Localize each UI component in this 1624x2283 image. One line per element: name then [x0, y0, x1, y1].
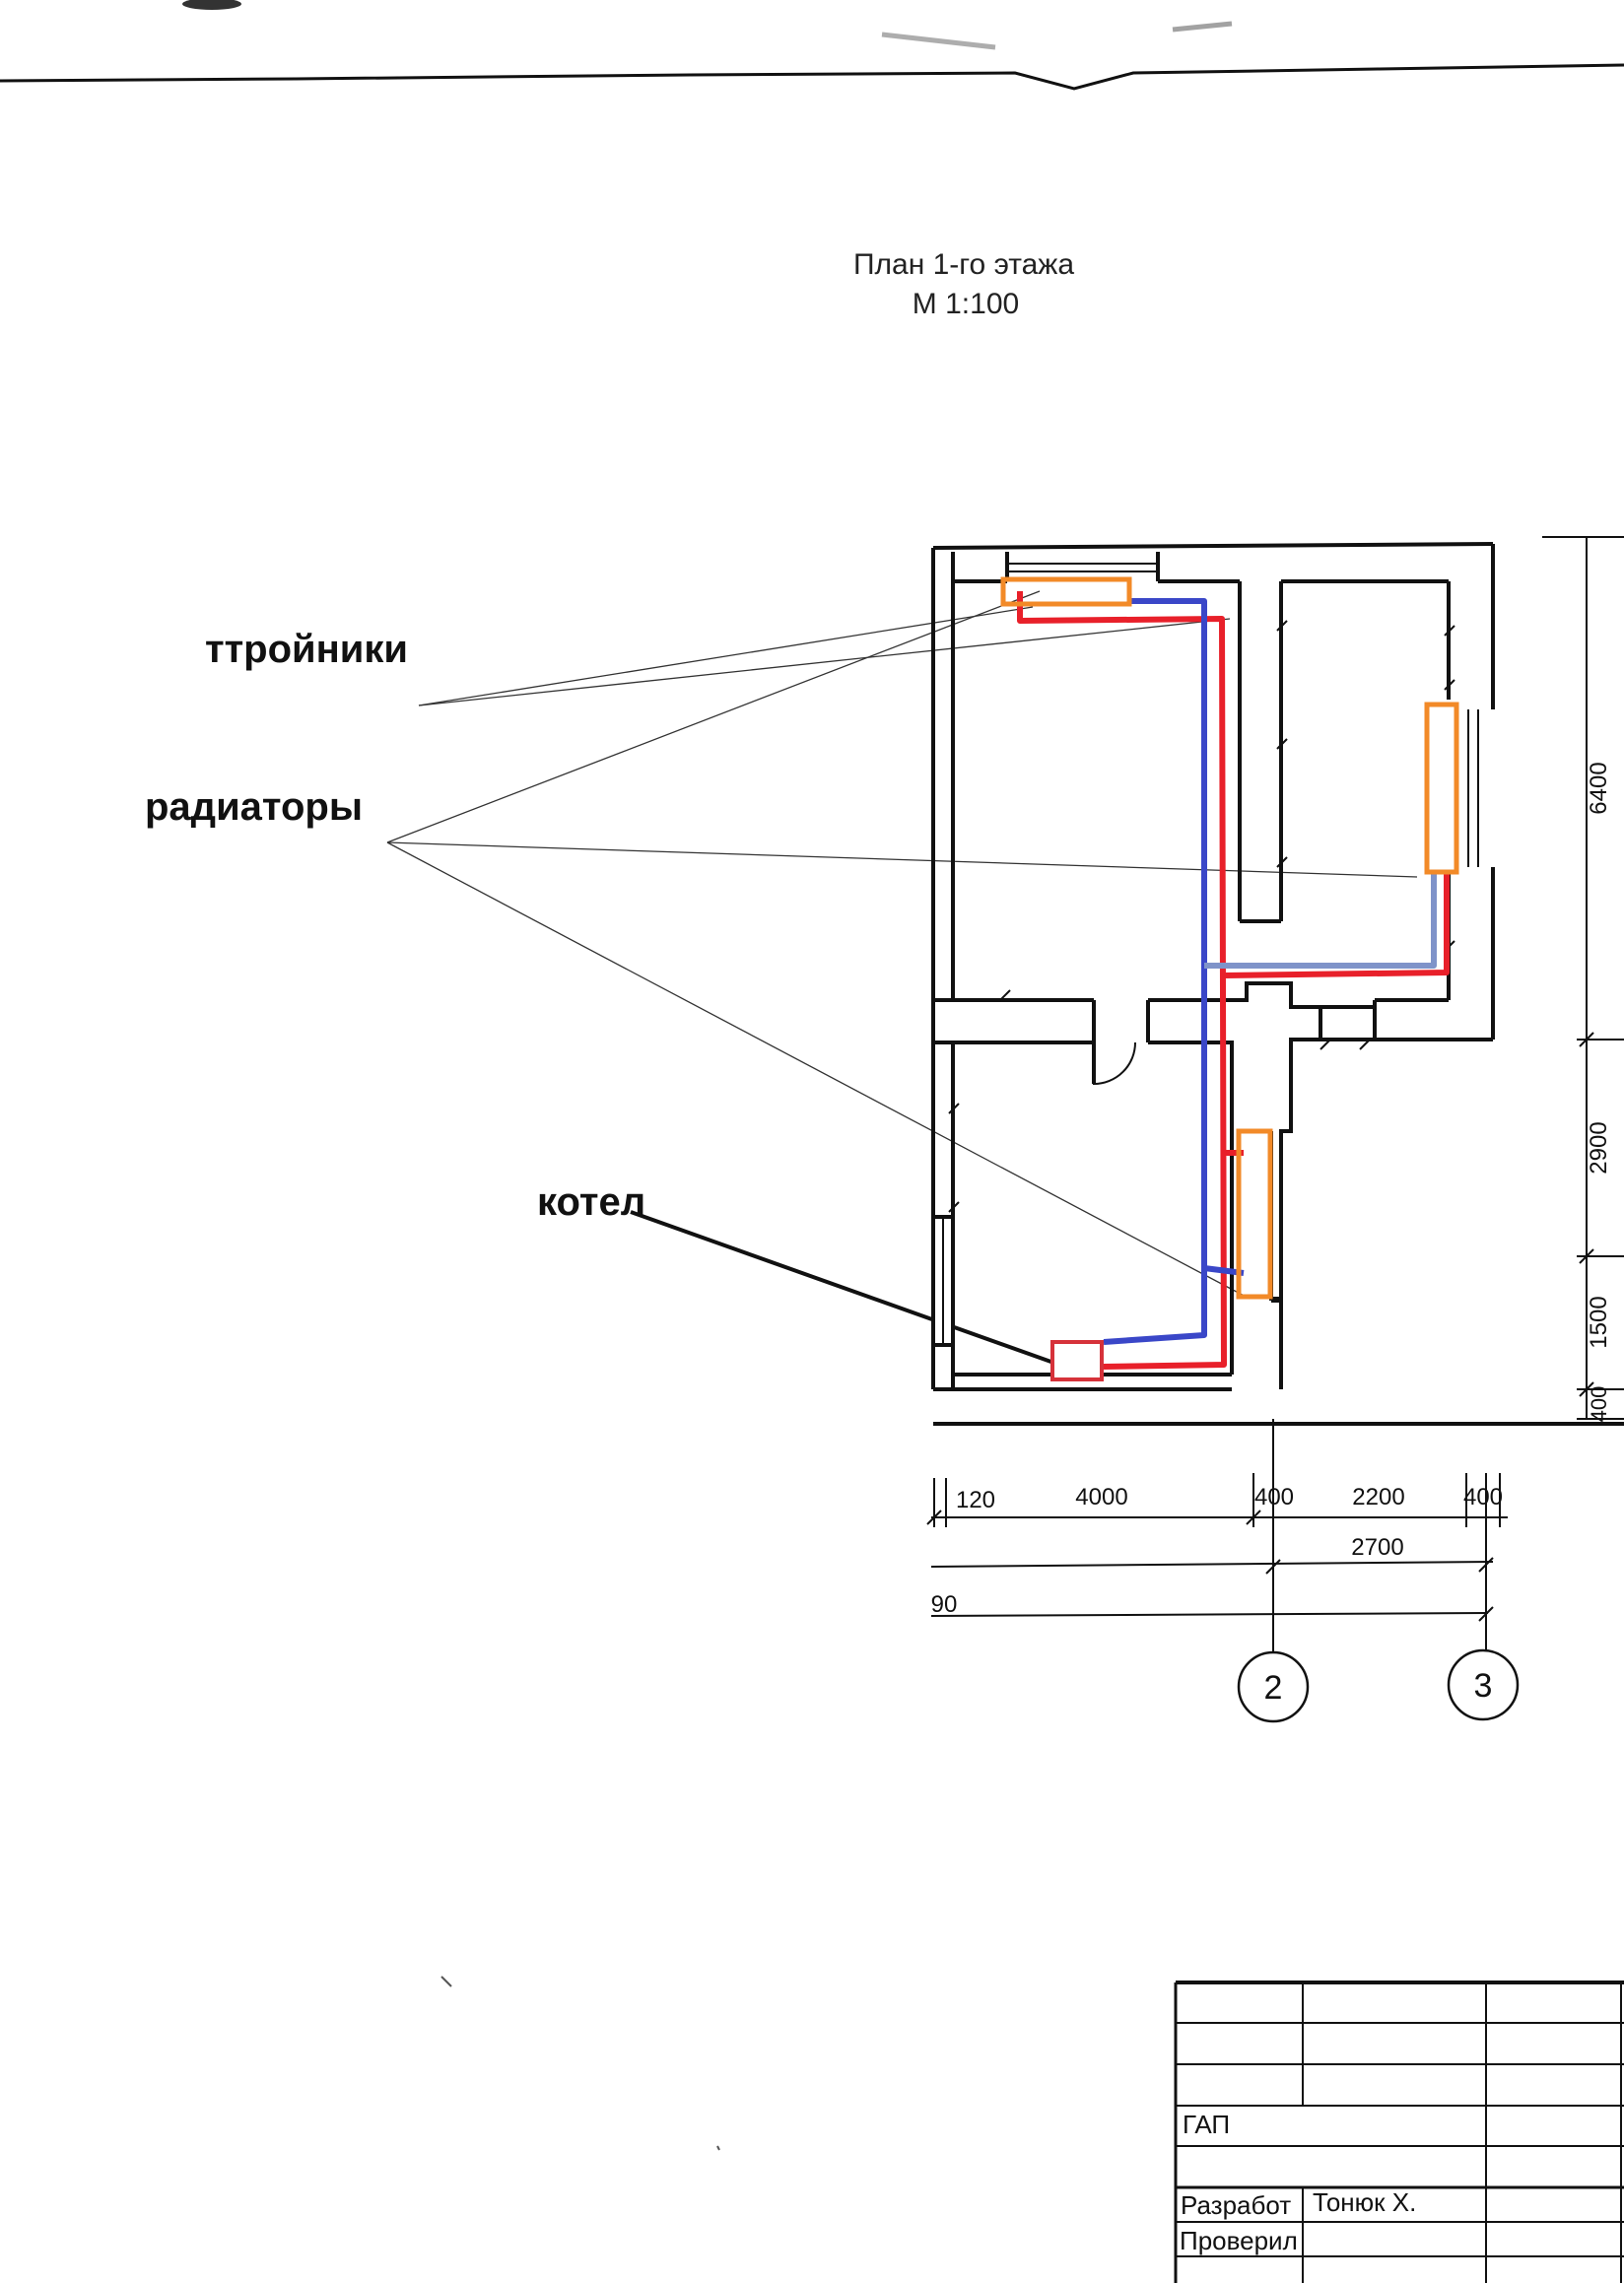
- dim-4000: 4000: [1075, 1484, 1127, 1511]
- dim-400-b: 400: [1463, 1484, 1503, 1511]
- dim-1500: 1500: [1586, 1296, 1612, 1348]
- building-walls: [931, 542, 1624, 1426]
- dim-120: 120: [956, 1487, 995, 1513]
- radiator-right: [1424, 702, 1459, 875]
- title-block: [1174, 1981, 1624, 2283]
- radiator-lower: [1236, 1128, 1273, 1300]
- axis-marker-3: 3: [1447, 1648, 1520, 1721]
- title-block-checked-label: Проверил: [1180, 2226, 1298, 2255]
- leader-lines: [386, 590, 1418, 1300]
- boiler-leader: [630, 1210, 1060, 1367]
- scan-specks: [440, 1976, 720, 2151]
- title-block-developed-label: Разработ: [1181, 2190, 1291, 2220]
- axis-label-3: 3: [1474, 1667, 1493, 1705]
- radiators-label: радиаторы: [145, 785, 363, 829]
- dim-2900: 2900: [1586, 1121, 1612, 1174]
- dim-6400: 6400: [1586, 762, 1612, 814]
- heating-pipes: [1017, 591, 1450, 1370]
- dim-2700: 2700: [1351, 1534, 1403, 1561]
- tees-label: ттройники: [205, 628, 408, 671]
- title-block-gap: ГАП: [1183, 2110, 1230, 2139]
- drawing-scale: М 1:100: [913, 288, 1019, 320]
- boiler-label: котел: [537, 1180, 645, 1224]
- radiators: [1000, 576, 1459, 1300]
- return-branch: [1204, 872, 1437, 969]
- axis-label-2: 2: [1264, 1669, 1283, 1707]
- boiler: [1050, 1340, 1104, 1381]
- vertical-dimensions: [1542, 536, 1624, 1420]
- dim-90: 90: [931, 1591, 958, 1618]
- dim-400-vertical: 400: [1587, 1386, 1611, 1423]
- title-block-developed-name: Тонюк Х.: [1313, 2187, 1416, 2217]
- axis-marker-2: 2: [1237, 1650, 1310, 1723]
- radiator-top: [1000, 576, 1132, 607]
- top-border: [0, 0, 1624, 91]
- dim-2200: 2200: [1352, 1484, 1404, 1511]
- return-pipe: [1103, 598, 1207, 1345]
- supply-pipe: [1017, 591, 1227, 1370]
- horizontal-dimensions: [926, 1419, 1508, 1695]
- drawing-title: План 1-го этажа: [853, 248, 1074, 281]
- supply-branch: [1223, 872, 1450, 978]
- dim-400-a: 400: [1254, 1484, 1294, 1511]
